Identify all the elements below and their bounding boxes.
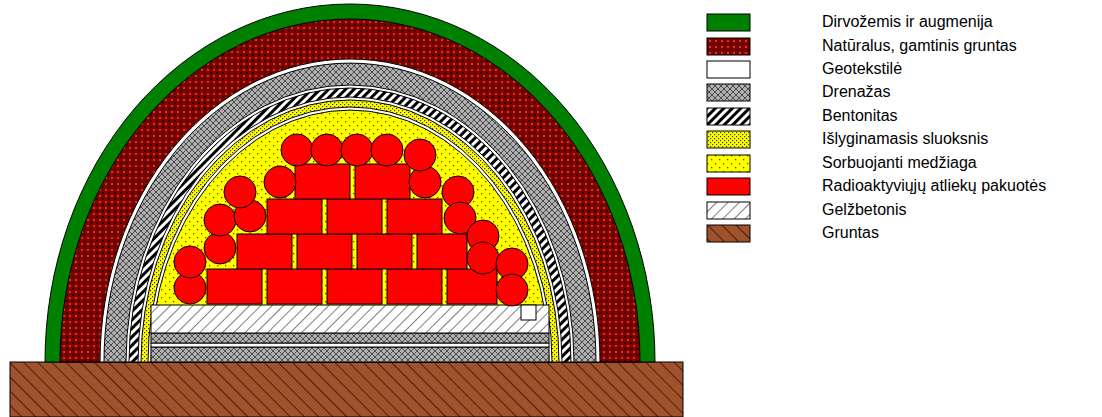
legend-swatch — [706, 37, 752, 57]
legend-swatch — [706, 83, 752, 103]
legend-swatch-sample — [707, 131, 750, 148]
legend-label: Dirvožemis ir augmenija — [822, 12, 993, 32]
base-slab — [151, 305, 549, 362]
mound-layers — [45, 4, 655, 362]
legend-swatch — [706, 224, 752, 244]
waste-packages — [174, 134, 528, 306]
legend-label: Gruntas — [822, 223, 879, 243]
legend-label: Radioaktyviųjų atliekų pakuotės — [822, 176, 1046, 196]
legend-swatch-sample — [707, 155, 750, 172]
legend-swatch — [706, 60, 752, 80]
legend-swatch-sample — [707, 178, 750, 195]
legend-swatch-sample — [707, 202, 750, 219]
legend-swatch — [706, 13, 752, 33]
legend-swatch — [706, 201, 752, 221]
legend-swatch-sample — [707, 108, 750, 125]
legend-label: Drenažas — [822, 82, 890, 102]
legend-label: Sorbuojanti medžiaga — [822, 153, 977, 173]
legend-swatch-sample — [707, 84, 750, 101]
legend-swatch-sample — [707, 225, 750, 242]
legend-swatch-sample — [707, 38, 750, 55]
legend-swatch — [706, 130, 752, 150]
legend-swatch — [706, 154, 752, 174]
ground-base — [10, 362, 683, 417]
legend-label: Gelžbetonis — [822, 200, 907, 220]
legend-swatch — [706, 177, 752, 197]
legend-label: Bentonitas — [822, 106, 898, 126]
legend-swatch-sample — [707, 14, 750, 31]
legend-label: Išlyginamasis sluoksnis — [822, 129, 988, 149]
legend-label: Geotekstilė — [822, 59, 902, 79]
legend-swatch-sample — [707, 61, 750, 78]
legend-label: Natūralus, gamtinis gruntas — [822, 36, 1017, 56]
legend-swatch — [706, 107, 752, 127]
